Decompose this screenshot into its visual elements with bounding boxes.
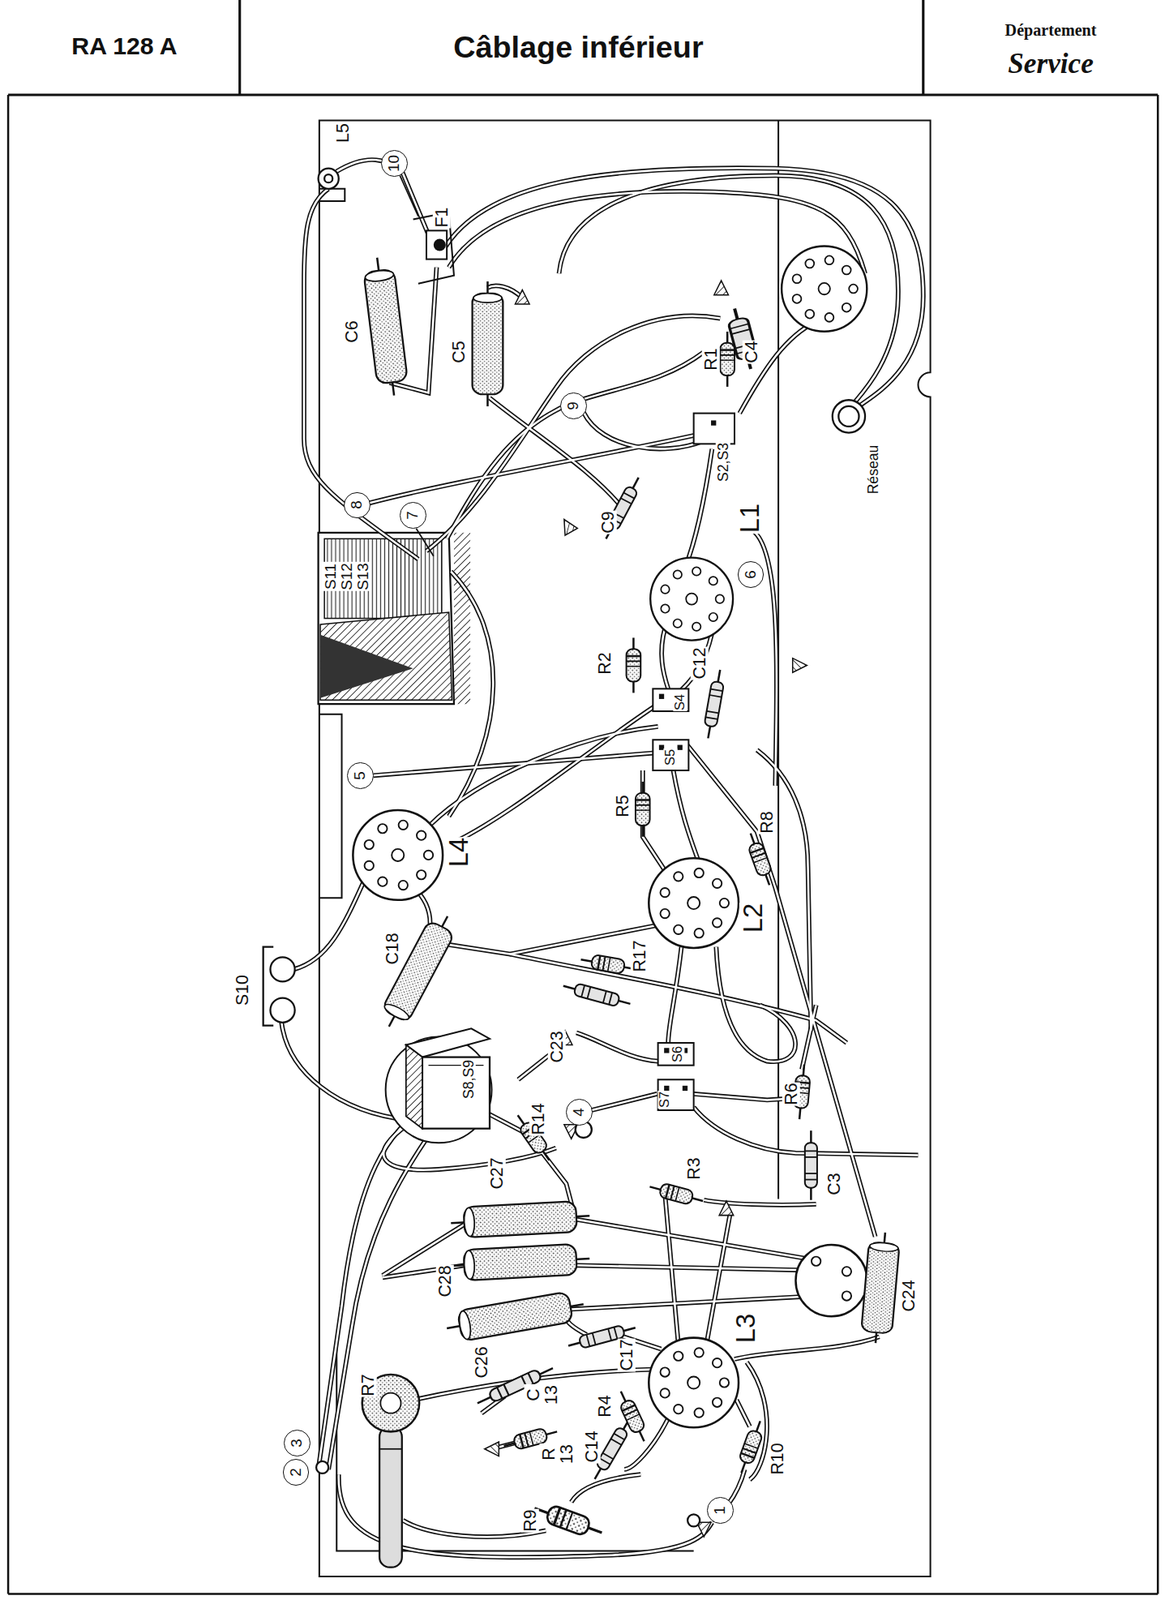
terminal-pair [263, 946, 296, 1026]
page-title: Câblage inférieur [453, 29, 703, 65]
callout-number: 1 [712, 1505, 729, 1515]
part-label: R 13 [539, 1443, 577, 1465]
part-label: S8,S9 [460, 1058, 476, 1100]
callout-number: 5 [352, 770, 369, 780]
callout-circle: 3 [283, 1429, 311, 1457]
part-label: L3 [732, 1312, 760, 1344]
part-label: C5 [449, 339, 468, 364]
callout-circle: 8 [343, 492, 371, 519]
part-label: C4 [742, 339, 761, 364]
transformer [385, 1027, 493, 1143]
part-label: R5 [612, 793, 631, 818]
switch-pad [659, 419, 716, 1091]
header-text: RA 128 A [70, 33, 178, 60]
switch-contact [652, 413, 735, 1110]
callout-number: 7 [405, 510, 421, 520]
callout-circle: 9 [560, 392, 587, 420]
callout-number: 2 [287, 1467, 304, 1477]
callout-circle: 7 [399, 501, 427, 529]
callout-number: 3 [289, 1438, 305, 1448]
grommet [316, 168, 866, 1527]
part-label: R6 [782, 1081, 801, 1106]
callout-circle: 6 [737, 561, 765, 588]
resistor-symbol [501, 331, 812, 1542]
header-text: Service [1006, 48, 1095, 79]
part-label: C24 [899, 1278, 918, 1312]
part-label: R1 [702, 346, 720, 371]
leader-line [399, 175, 434, 556]
part-label: R3 [684, 1156, 703, 1180]
part-label: C6 [342, 319, 361, 343]
callout-circle: 1 [706, 1496, 734, 1524]
tubular-capacitor [475, 305, 818, 1482]
part-label: R9 [521, 1507, 540, 1532]
part-label: F1 [432, 206, 451, 229]
callout-number: 6 [743, 569, 759, 579]
switch-block [318, 532, 471, 704]
part-label: C28 [435, 1264, 454, 1298]
part-label: C12 [690, 646, 709, 680]
callout-circle: 2 [282, 1458, 310, 1486]
potentiometer [362, 1374, 420, 1568]
part-label: C18 [383, 932, 402, 966]
callout-number: 9 [565, 402, 582, 412]
part-label: R4 [595, 1393, 614, 1418]
part-label: C9 [599, 510, 617, 535]
part-label: R14 [529, 1102, 548, 1136]
part-label: R7 [359, 1372, 377, 1397]
page-frame [8, 0, 1158, 1594]
part-label: S10 [233, 973, 252, 1007]
part-label: L1 [736, 502, 764, 534]
header-text: Département [1004, 21, 1098, 39]
part-label: C3 [825, 1171, 844, 1195]
part-label: L2 [738, 902, 767, 934]
part-label: R8 [758, 810, 776, 835]
callout-circle: 4 [565, 1098, 593, 1126]
part-label: S11 S12 S13 [322, 561, 371, 592]
part-label: R17 [630, 938, 649, 973]
part-label: C23 [548, 1029, 566, 1063]
tube-socket [352, 245, 867, 1427]
part-label: S5 [663, 748, 677, 767]
callout-circle: 10 [381, 149, 408, 177]
wire [281, 159, 923, 1557]
part-label: S6 [670, 1045, 685, 1063]
electrolytic-capacitor [361, 255, 900, 1344]
callout-number: 4 [571, 1107, 587, 1117]
part-label: S2,S3 [715, 441, 731, 483]
part-label: L5 [334, 122, 352, 144]
part-label: S4 [673, 693, 688, 711]
part-label: L4 [445, 835, 473, 867]
callout-circle: 5 [346, 762, 374, 789]
part-label: C27 [488, 1156, 506, 1190]
part-label: C 13 [524, 1383, 562, 1405]
callout-number: 10 [387, 154, 403, 172]
wire [281, 159, 923, 1557]
ground-lug [484, 280, 808, 1537]
part-label: R2 [595, 651, 614, 675]
chassis-outline [319, 119, 931, 1577]
part-label: C17 [616, 1337, 635, 1371]
part-label: R10 [768, 1442, 787, 1476]
callout-number: 8 [349, 501, 365, 510]
part-label: Réseau [865, 443, 881, 495]
part-label: C26 [472, 1344, 491, 1379]
part-label: S7 [658, 1090, 673, 1109]
part-label: C14 [582, 1430, 601, 1464]
